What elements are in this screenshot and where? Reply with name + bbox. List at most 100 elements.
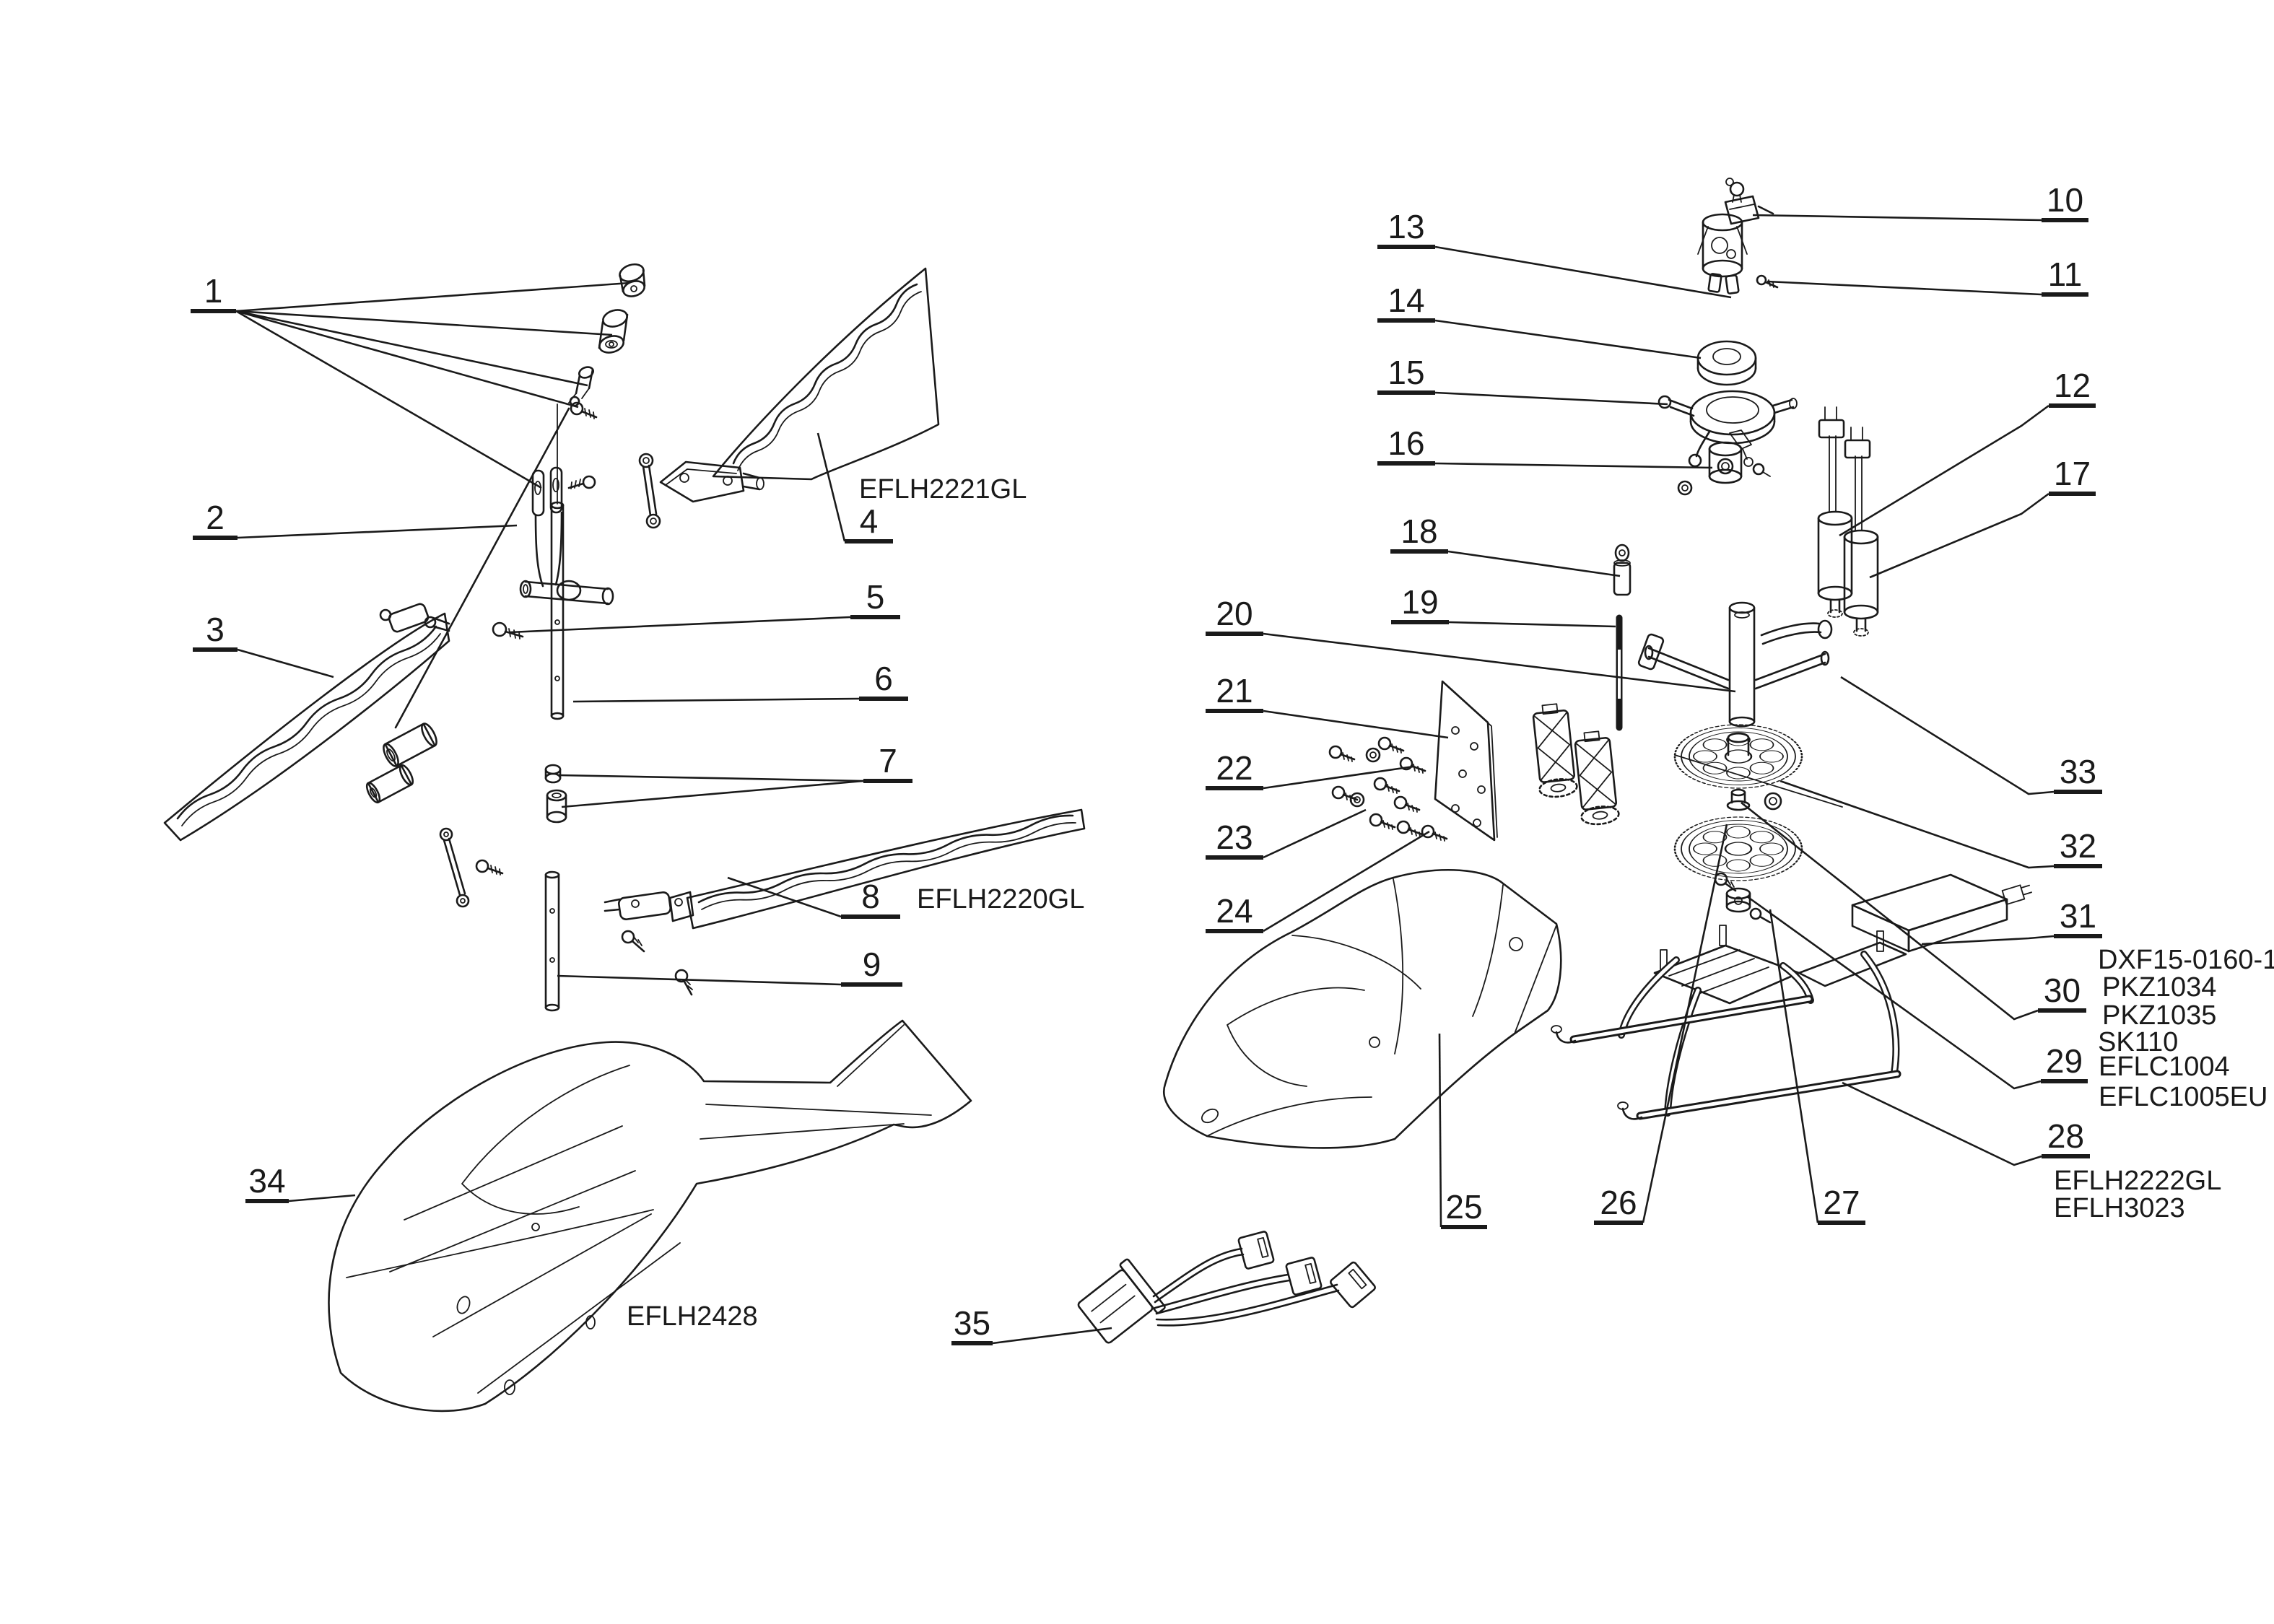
callouts: 1234567891011121314151617181920212223242…	[191, 181, 2102, 1345]
canopy-item25	[1163, 869, 1562, 1149]
callout-8: 8	[841, 878, 900, 919]
callout-24: 24	[1206, 892, 1263, 933]
callout-number: 33	[2060, 753, 2096, 790]
stop-cap-item7	[544, 764, 562, 784]
gear-bushing-item30	[1726, 788, 1751, 811]
callout-number: 34	[248, 1162, 285, 1200]
callout-4: 4	[845, 502, 893, 543]
part-label-SK110: SK110	[2098, 1027, 2178, 1057]
part-number-labels: EFLH2221GLEFLH2220GLEFLH2428DXF15-0160-1…	[627, 474, 2274, 1332]
callout-26: 26	[1594, 1184, 1643, 1225]
callout-10: 10	[2042, 181, 2088, 222]
collar-screw	[1749, 907, 1772, 924]
upper-blade-grip	[659, 460, 764, 503]
leader-line-1	[235, 310, 579, 409]
leader-line-8	[727, 876, 842, 918]
leader-lines	[235, 214, 2055, 1345]
callout-1: 1	[191, 272, 236, 313]
callout-number: 10	[2047, 181, 2083, 219]
part-label-PKZ1035: PKZ1035	[2102, 1000, 2216, 1031]
upper-head-block-item13	[1697, 213, 1748, 294]
leader-line-28	[1842, 1081, 2042, 1166]
leader-line-26	[1642, 824, 1728, 1223]
callout-30: 30	[2038, 972, 2086, 1013]
ball-link-rod	[638, 453, 661, 529]
leader-line-13	[1434, 245, 1732, 299]
callout-number: 16	[1388, 424, 1424, 462]
leader-line-14	[1434, 319, 1702, 359]
leader-line-3	[237, 648, 334, 678]
leader-line-32	[1779, 780, 2055, 869]
callout-12: 12	[2049, 367, 2096, 408]
wiring-harness	[1077, 1231, 1376, 1344]
ball-link-item18	[1613, 543, 1632, 596]
callout-15: 15	[1377, 354, 1435, 395]
main-frame	[1637, 601, 1843, 808]
blade-spacer-cylinder	[598, 309, 629, 354]
hub-screw-a	[570, 401, 598, 419]
leader-line-22	[1263, 765, 1414, 790]
leader-line-17	[1869, 492, 2049, 579]
motor-item12	[1817, 406, 1853, 618]
part-label-EFLH3023: EFLH3023	[2054, 1193, 2185, 1223]
leader-line-27	[1769, 909, 1819, 1223]
callout-number: 26	[1600, 1184, 1637, 1221]
leader-line-31	[1921, 935, 2055, 946]
callout-34: 34	[245, 1162, 289, 1203]
leader-line-11	[1767, 280, 2042, 296]
callout-14: 14	[1377, 281, 1435, 323]
callout-27: 27	[1818, 1184, 1865, 1225]
callout-number: 3	[206, 611, 225, 648]
callout-3: 3	[193, 611, 238, 652]
callout-number: 17	[2054, 455, 2091, 492]
callout-33: 33	[2054, 753, 2102, 794]
screw-item8c	[674, 969, 693, 996]
motor-item17	[1843, 427, 1879, 637]
leader-line-30	[1741, 801, 2039, 1021]
leader-line-19	[1448, 621, 1616, 628]
callout-number: 25	[1445, 1188, 1482, 1226]
leader-line-7	[561, 780, 864, 808]
flybar-rod	[365, 407, 570, 804]
stop-collar-item27	[1725, 887, 1751, 913]
small-bearing-lower	[1764, 792, 1782, 811]
callout-22: 22	[1206, 749, 1263, 790]
leader-line-15	[1434, 391, 1668, 406]
leader-line-2	[237, 524, 518, 539]
small-bearing-upper	[1677, 480, 1693, 496]
hub-cross-tube	[519, 580, 614, 606]
callout-number: 20	[1216, 595, 1253, 632]
leader-line-6	[572, 697, 860, 703]
callout-number: 11	[2048, 256, 2083, 293]
screw-item8b	[621, 930, 645, 953]
callout-number: 5	[866, 578, 885, 616]
lower-blade-set-grip	[604, 891, 694, 922]
callout-5: 5	[850, 578, 900, 619]
callout-25: 25	[1441, 1188, 1487, 1229]
callout-number: 2	[206, 499, 225, 536]
callout-number: 1	[204, 272, 223, 310]
leader-line-9	[557, 974, 842, 986]
callout-number: 4	[860, 502, 879, 540]
shaft-collar-item16	[1708, 441, 1743, 484]
callout-31: 31	[2054, 897, 2102, 938]
part-label-DXF15-0160-1S: DXF15-0160-1S	[2098, 945, 2274, 975]
callout-16: 16	[1377, 424, 1435, 466]
screw-item8a	[475, 859, 504, 876]
head-button-item10	[1724, 178, 1774, 225]
callout-2: 2	[193, 499, 238, 540]
leader-line-20	[1263, 632, 1736, 693]
inner-shaft-item9	[544, 870, 560, 1012]
servo-right	[1574, 730, 1620, 826]
hub-screw-item29	[1714, 872, 1737, 892]
callout-number: 6	[874, 660, 893, 697]
leader-line-1	[235, 310, 613, 336]
frame-screws	[1328, 736, 1448, 842]
upper-main-gear	[1673, 724, 1803, 789]
blade-cap	[619, 263, 646, 297]
leader-line-29	[1746, 895, 2042, 1090]
leader-line-18	[1447, 550, 1621, 577]
callout-number: 35	[954, 1304, 990, 1342]
callout-19: 19	[1391, 583, 1449, 624]
